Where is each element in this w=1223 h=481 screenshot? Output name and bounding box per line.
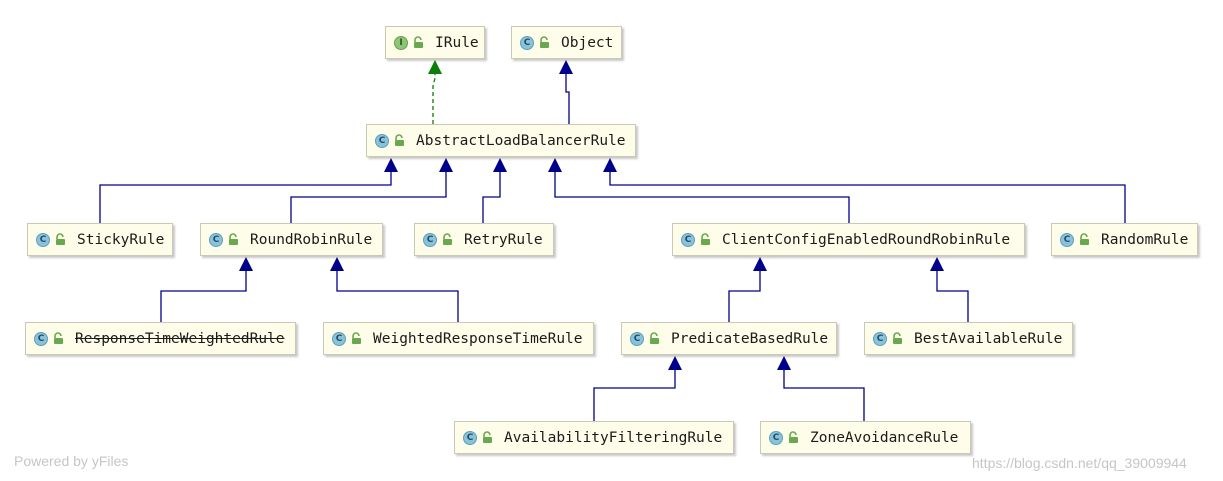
arrowhead: [777, 356, 791, 370]
class-node-weighted-response-time-rule[interactable]: C WeightedResponseTimeRule: [323, 322, 594, 355]
class-icon: C: [681, 232, 695, 247]
arrowhead: [330, 257, 344, 271]
class-name: RetryRule: [464, 231, 543, 248]
lock-icon: [52, 332, 65, 345]
class-node-irule[interactable]: I IRule: [385, 26, 485, 59]
extends-edge: [936, 271, 969, 322]
arrowhead: [548, 158, 562, 172]
implements-edge: [432, 74, 436, 124]
extends-edge: [565, 74, 570, 124]
lock-icon: [538, 36, 551, 49]
class-node-response-time-weighted-rule[interactable]: C ResponseTimeWeightedRule: [25, 322, 296, 355]
class-node-best-available-rule[interactable]: C BestAvailableRule: [864, 322, 1073, 355]
lock-icon: [441, 233, 454, 246]
arrowhead: [559, 60, 573, 74]
class-node-zone-avoidance-rule[interactable]: C ZoneAvoidanceRule: [760, 421, 971, 454]
class-icon: C: [1060, 232, 1074, 247]
class-name: IRule: [435, 34, 479, 51]
class-icon: C: [34, 331, 48, 346]
class-name: Object: [561, 34, 614, 51]
class-name: ResponseTimeWeightedRule: [75, 330, 285, 347]
class-icon: C: [520, 35, 534, 50]
lock-icon: [350, 332, 363, 345]
class-icon: C: [209, 232, 223, 247]
interface-icon: I: [394, 35, 408, 50]
class-node-predicate-based-rule[interactable]: C PredicateBasedRule: [621, 322, 837, 355]
class-name: AvailabilityFilteringRule: [504, 429, 723, 446]
class-icon: C: [769, 430, 783, 445]
lock-icon: [787, 431, 800, 444]
class-node-availability-filtering-rule[interactable]: C AvailabilityFilteringRule: [454, 421, 734, 454]
class-name: ZoneAvoidanceRule: [810, 429, 959, 446]
arrowhead: [668, 356, 682, 370]
class-name: BestAvailableRule: [914, 330, 1063, 347]
extends-edge: [609, 172, 1126, 223]
lock-icon: [54, 233, 67, 246]
class-name: RoundRobinRule: [250, 231, 373, 248]
lock-icon: [481, 431, 494, 444]
yfiles-watermark: Powered by yFiles: [14, 453, 129, 469]
class-icon: C: [630, 331, 644, 346]
arrowhead: [384, 158, 398, 172]
arrowhead: [428, 60, 442, 74]
extends-edge: [290, 172, 447, 223]
class-icon: C: [332, 331, 346, 346]
class-name: AbstractLoadBalancerRule: [416, 132, 626, 149]
extends-edge: [482, 172, 501, 223]
class-name: WeightedResponseTimeRule: [373, 330, 583, 347]
csdn-watermark: https://blog.csdn.net/qq_39009944: [972, 455, 1187, 471]
class-name: RandomRule: [1101, 231, 1189, 248]
class-node-round-robin-rule[interactable]: C RoundRobinRule: [200, 223, 383, 256]
arrowhead: [930, 257, 944, 271]
lock-icon: [648, 332, 661, 345]
extends-edge: [783, 370, 865, 421]
arrowhead: [603, 158, 617, 172]
extends-edge: [336, 271, 459, 322]
class-node-sticky-rule[interactable]: C StickyRule: [27, 223, 173, 256]
extends-edge: [554, 172, 850, 223]
class-name: PredicateBasedRule: [671, 330, 829, 347]
extends-edge: [160, 271, 247, 322]
lock-icon: [412, 36, 425, 49]
class-name: StickyRule: [77, 231, 165, 248]
class-icon: C: [36, 232, 50, 247]
class-node-object[interactable]: C Object: [511, 26, 622, 59]
lock-icon: [393, 134, 406, 147]
lock-icon: [891, 332, 904, 345]
class-icon: C: [463, 430, 477, 445]
extends-edge: [593, 370, 676, 421]
class-node-random-rule[interactable]: C RandomRule: [1051, 223, 1198, 256]
arrowhead: [239, 257, 253, 271]
class-icon: C: [375, 133, 389, 148]
arrowhead: [753, 257, 767, 271]
lock-icon: [1078, 233, 1091, 246]
class-node-client-config-enabled-round-robin-rule[interactable]: C ClientConfigEnabledRoundRobinRule: [672, 223, 1025, 256]
class-icon: C: [873, 331, 887, 346]
arrowhead: [493, 158, 507, 172]
arrowhead: [439, 158, 453, 172]
class-node-abstract-load-balancer-rule[interactable]: C AbstractLoadBalancerRule: [366, 124, 636, 157]
lock-icon: [227, 233, 240, 246]
extends-edge: [728, 271, 761, 322]
extends-edge: [99, 172, 392, 223]
class-node-retry-rule[interactable]: C RetryRule: [414, 223, 554, 256]
class-icon: C: [423, 232, 437, 247]
lock-icon: [699, 233, 712, 246]
class-name: ClientConfigEnabledRoundRobinRule: [722, 231, 1011, 248]
